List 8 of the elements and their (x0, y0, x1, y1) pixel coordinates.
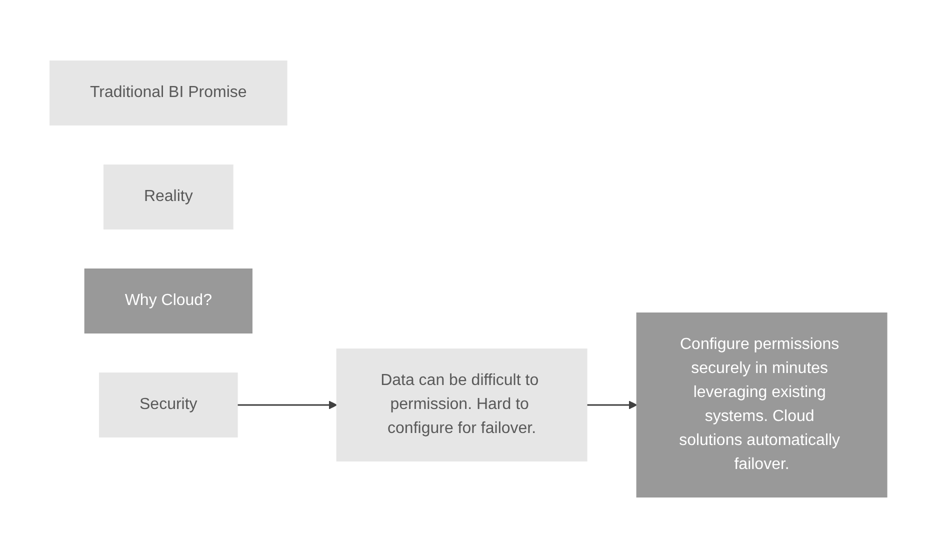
arrow (236, 400, 337, 410)
arrow (586, 400, 637, 410)
node-box: Reality (103, 164, 233, 230)
node-box: Traditional BI Promise (49, 60, 287, 126)
node-box: Why Cloud? (84, 268, 252, 334)
node-box: Configure permissions securely in minutes leveraging existing systems. Cloud solutions automatically failover. (636, 312, 887, 498)
node-box: Data can be difficult to permission. Hard to configure for failover. (336, 348, 587, 462)
node-box: Security (98, 372, 238, 438)
